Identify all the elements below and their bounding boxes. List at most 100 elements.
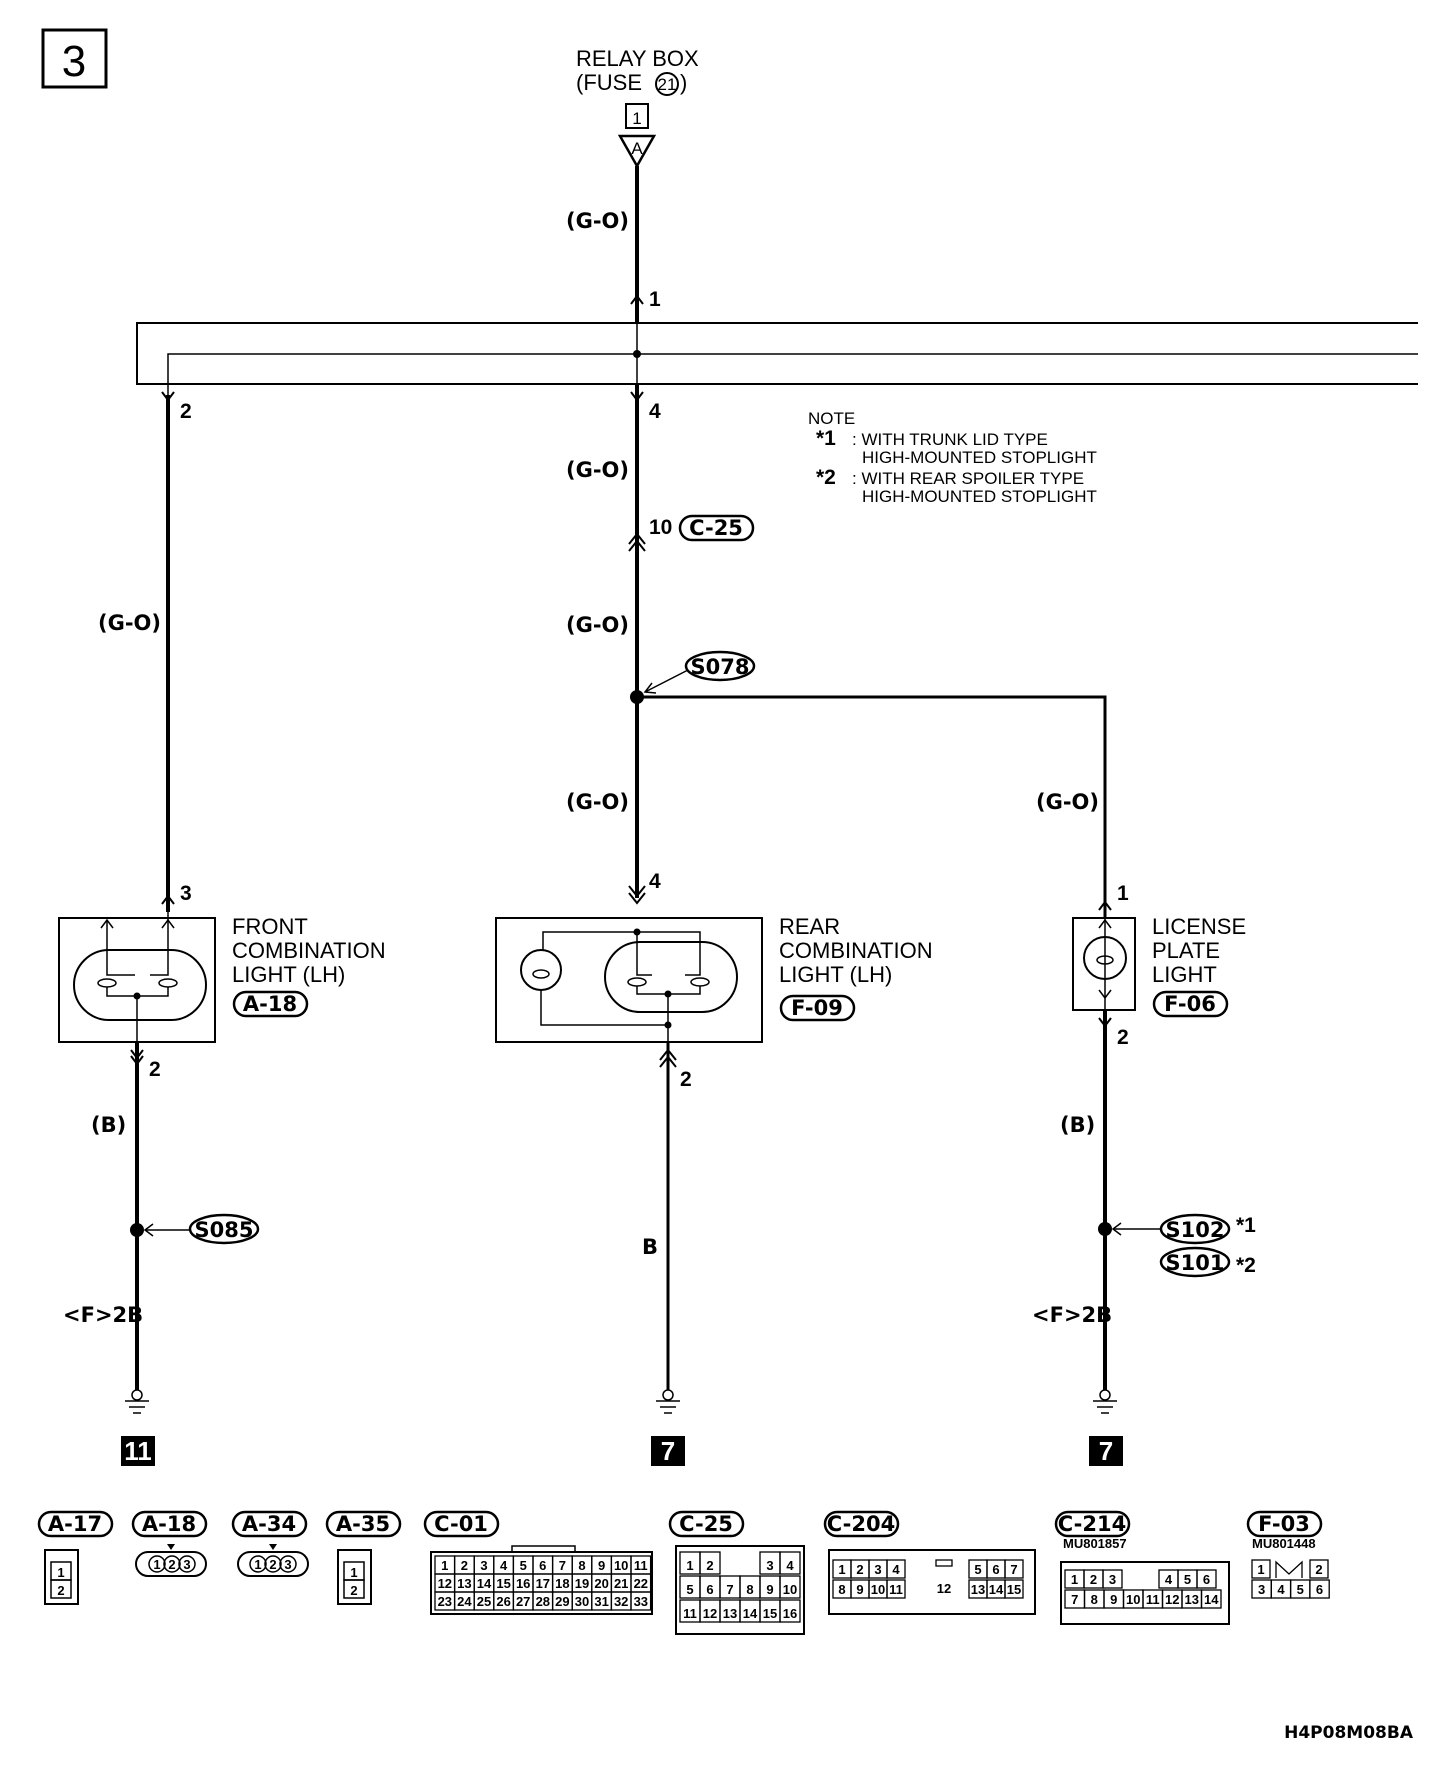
connector-c25-badge xyxy=(678,514,755,542)
pin-arrow-rear-4b xyxy=(628,892,646,905)
conn-c214-pin-10-label: 10 xyxy=(1126,1592,1140,1607)
conn-c204-pin-7-label: 7 xyxy=(1010,1562,1017,1577)
conn-f03-badge xyxy=(1246,1510,1323,1538)
conn-c204-pin-1-label: 1 xyxy=(838,1562,845,1577)
conn-c214-pin-6-cell xyxy=(1196,1569,1217,1589)
conn-a17-badge xyxy=(37,1510,114,1538)
conn-c214-pin-7-label: 7 xyxy=(1071,1592,1078,1607)
ground-page-box-front xyxy=(121,1436,155,1466)
conn-c25-pin-8-label: 8 xyxy=(746,1582,753,1597)
ground-page-box-rear xyxy=(651,1436,685,1466)
pin-label-c25-10: 10 xyxy=(649,516,672,539)
conn-a17-pin-2: 2 xyxy=(57,1583,64,1598)
conn-c204-pin-2-label: 2 xyxy=(856,1562,863,1577)
conn-f03-label: F-03 xyxy=(1258,1512,1310,1536)
splice-s101-label: S101 xyxy=(1166,1251,1225,1275)
page-number-box xyxy=(41,28,108,89)
splice-s101-note: *2 xyxy=(1236,1254,1256,1277)
conn-c204-pin-4-cell xyxy=(886,1559,906,1579)
conn-c01-pin-17-label: 17 xyxy=(536,1576,550,1591)
conn-c01-pin-15-label: 15 xyxy=(496,1576,510,1591)
conn-c204-label: C-204 xyxy=(827,1512,895,1536)
wire-color-go-1: (G-O) xyxy=(566,209,629,233)
pin-label-1: 1 xyxy=(649,288,661,311)
conn-c214-body xyxy=(1060,1561,1230,1625)
conn-c01-pin-27-label: 27 xyxy=(516,1594,530,1609)
conn-c01-pin-1-label: 1 xyxy=(441,1558,448,1573)
conn-c01-pin-31-label: 31 xyxy=(594,1594,608,1609)
pin-arrow-license-1 xyxy=(1098,900,1112,911)
ground-page-rear: 7 xyxy=(661,1436,675,1466)
conn-a34-key xyxy=(269,1544,277,1550)
conn-a35-body xyxy=(337,1549,372,1605)
conn-c204-pin-3-label: 3 xyxy=(874,1562,881,1577)
conn-c01-pin-18-label: 18 xyxy=(555,1576,569,1591)
relay-box-label: RELAY BOX xyxy=(576,46,699,71)
pin-arrow-rear-2b xyxy=(659,1055,677,1068)
relay-connector-triangle xyxy=(617,134,657,169)
front-filament-a xyxy=(97,978,117,988)
conn-c204-pin-8-label: 8 xyxy=(838,1582,845,1597)
conn-c01-pin-13-label: 13 xyxy=(457,1576,471,1591)
relay-connector: A xyxy=(631,139,643,158)
conn-a34-pin-3: 3 xyxy=(284,1557,291,1572)
note-1-line2: HIGH-MOUNTED STOPLIGHT xyxy=(862,448,1097,467)
license-connector-label: F-06 xyxy=(1164,992,1216,1016)
conn-c01-label: C-01 xyxy=(434,1512,488,1536)
license-connector-badge xyxy=(1152,990,1229,1018)
harness-box xyxy=(136,322,1418,385)
conn-a17-pin-1: 1 xyxy=(57,1565,64,1580)
wire-color-go-4: (G-O) xyxy=(566,790,629,814)
conn-c204-pin-11-label: 11 xyxy=(889,1582,903,1597)
conn-c01-pin-29-label: 29 xyxy=(555,1594,569,1609)
conn-c25-pin-4-label: 4 xyxy=(786,1558,794,1573)
note-2-line1: : WITH REAR SPOILER TYPE xyxy=(852,469,1084,488)
splice-s102-note: *1 xyxy=(1236,1214,1256,1237)
conn-a35-pin-1: 1 xyxy=(350,1565,357,1580)
wire-color-go-5: (G-O) xyxy=(1036,790,1099,814)
conn-a34-label: A-34 xyxy=(242,1512,296,1536)
conn-c01-key xyxy=(511,1545,576,1552)
conn-a34-cell-2 xyxy=(264,1555,282,1573)
conn-c25-pin-16-label: 16 xyxy=(783,1606,797,1621)
conn-f03-pin-3-label: 3 xyxy=(1258,1582,1265,1597)
conn-c01-pin-32-label: 32 xyxy=(614,1594,628,1609)
ground-page-license: 7 xyxy=(1099,1436,1113,1466)
conn-f03-pin-2-cell xyxy=(1309,1559,1329,1579)
conn-a35-cell-2 xyxy=(343,1579,365,1599)
note-2-line2: HIGH-MOUNTED STOPLIGHT xyxy=(862,487,1097,506)
conn-a18-pin-2: 2 xyxy=(168,1557,175,1572)
conn-a18-cell-2 xyxy=(163,1555,181,1573)
conn-f03-key xyxy=(1275,1560,1303,1578)
conn-c01-pin-5-label: 5 xyxy=(520,1558,527,1573)
conn-c214-pin-6-label: 6 xyxy=(1203,1572,1210,1587)
front-connector-badge xyxy=(232,990,309,1018)
pin-arrow-center-4 xyxy=(630,391,644,402)
conn-c25-pin-2-cell xyxy=(699,1551,721,1575)
conn-c25-pin-11-label: 11 xyxy=(683,1606,697,1621)
conn-c214-pin-13-label: 13 xyxy=(1185,1592,1199,1607)
conn-c204-pin-6-label: 6 xyxy=(992,1562,999,1577)
ground-ref-license: <F>2B xyxy=(1032,1303,1112,1327)
conn-c01-pin-23-label: 23 xyxy=(438,1594,452,1609)
conn-a34-cell-3 xyxy=(279,1555,297,1573)
conn-a34-body xyxy=(237,1551,309,1577)
conn-c214-pin-3-cell xyxy=(1102,1569,1123,1589)
pin-arrow-1 xyxy=(630,294,644,305)
pin-label-front-2: 2 xyxy=(149,1058,161,1081)
conn-c214-pin-8-label: 8 xyxy=(1091,1592,1098,1607)
wire-color-go-left: (G-O) xyxy=(98,611,161,635)
conn-a18-cell-3 xyxy=(178,1555,196,1573)
rear-label-line3: LIGHT (LH) xyxy=(779,962,892,987)
conn-c25-pin-2-label: 2 xyxy=(706,1558,713,1573)
pin-arrow-rear-4a xyxy=(628,885,646,898)
fuse-label-suffix: ) xyxy=(680,70,687,95)
diagram-code: H4P08M08BA xyxy=(1284,1723,1414,1743)
conn-c01-pin-12-label: 12 xyxy=(438,1576,452,1591)
conn-c214-pin-11-label: 11 xyxy=(1146,1592,1160,1607)
note-1-mark: *1 xyxy=(816,427,836,450)
front-internal-arrow-b xyxy=(161,918,175,929)
pin-label-center-4: 4 xyxy=(649,400,661,423)
conn-c204-pin-4-label: 4 xyxy=(892,1562,900,1577)
